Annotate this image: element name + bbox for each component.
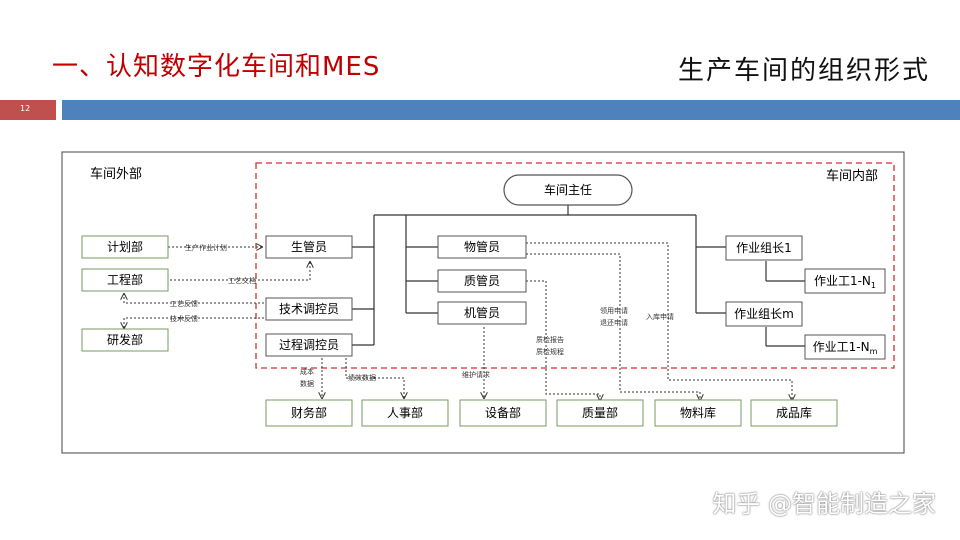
label-requisition-request: 领用申请	[600, 306, 628, 315]
node-equipment-dept: 设备部	[459, 399, 547, 427]
watermark: 知乎 @智能制造之家	[712, 490, 936, 518]
label-process-feedback: 工艺反馈	[170, 299, 198, 308]
node-hr-dept: 人事部	[361, 399, 449, 427]
node-machine-manager: 机管员	[437, 301, 527, 325]
label-cost-data-2: 数据	[300, 379, 314, 388]
outer-label: 车间外部	[90, 166, 142, 182]
node-process-dispatcher: 过程调控员	[265, 333, 353, 357]
node-production-manager: 生管员	[265, 235, 353, 259]
label-quality-rules: 质检规程	[536, 347, 564, 356]
node-quality-dept: 质量部	[556, 399, 644, 427]
svg-text:研发部: 研发部	[107, 332, 143, 347]
slide-subtitle: 生产车间的组织形式	[677, 56, 930, 86]
node-worker-1: 作业工1-N1	[804, 268, 886, 294]
hierarchy-lines	[352, 205, 805, 347]
node-material-store: 物料库	[654, 399, 742, 427]
node-planning-dept: 计划部	[81, 235, 169, 259]
svg-text:人事部: 人事部	[387, 405, 423, 420]
label-process-doc: 工艺文档	[228, 276, 256, 285]
flow-labels: 生产作业计划 工艺文档 工艺反馈 技术反馈 成本 数据 绩效数据 维护请求 质检…	[170, 243, 674, 388]
node-finance-dept: 财务部	[265, 399, 353, 427]
node-workshop-director: 车间主任	[503, 174, 633, 206]
label-maintenance-request: 维护请求	[462, 370, 490, 379]
node-group-leader-1: 作业组长1	[725, 235, 803, 261]
svg-text:质量部: 质量部	[582, 405, 618, 420]
svg-text:物管员: 物管员	[464, 239, 500, 254]
outer-frame	[61, 151, 905, 454]
node-worker-m: 作业工1-Nm	[804, 334, 886, 360]
svg-text:过程调控员: 过程调控员	[279, 337, 339, 352]
svg-text:技术调控员: 技术调控员	[279, 302, 339, 316]
header-bar-blue	[62, 100, 960, 120]
svg-text:作业组长1: 作业组长1	[736, 241, 792, 255]
svg-text:成品库: 成品库	[776, 405, 812, 420]
flow-lines	[124, 242, 792, 400]
page-number: 12	[20, 104, 31, 113]
inner-label: 车间内部	[826, 168, 878, 184]
svg-text:计划部: 计划部	[107, 239, 143, 254]
svg-text:作业工1-Nm: 作业工1-Nm	[813, 340, 878, 356]
svg-text:工程部: 工程部	[107, 272, 143, 287]
node-tech-dispatcher: 技术调控员	[265, 297, 353, 321]
label-cost-data-1: 成本	[300, 367, 314, 376]
node-engineering-dept: 工程部	[81, 268, 169, 292]
slide-title: 一、认知数字化车间和MES	[52, 52, 381, 82]
label-storage-request: 入库申请	[646, 312, 674, 321]
node-group-leader-m: 作业组长m	[725, 301, 803, 327]
header-bar-red	[0, 100, 56, 120]
label-performance-data: 绩效数据	[348, 373, 376, 382]
svg-text:生管员: 生管员	[291, 239, 327, 254]
svg-text:机管员: 机管员	[464, 305, 500, 320]
label-return-request: 退还申请	[600, 318, 628, 327]
svg-text:设备部: 设备部	[485, 405, 521, 420]
svg-text:物料库: 物料库	[680, 405, 716, 420]
svg-text:作业工1-N1: 作业工1-N1	[814, 274, 876, 290]
label-production-plan: 生产作业计划	[185, 243, 227, 252]
node-product-store: 成品库	[750, 399, 838, 427]
svg-text:作业组长m: 作业组长m	[734, 307, 794, 321]
node-material-manager: 物管员	[437, 235, 527, 259]
svg-text:车间主任: 车间主任	[544, 182, 592, 197]
node-quality-manager: 质管员	[437, 269, 527, 293]
svg-text:质管员: 质管员	[464, 273, 500, 288]
node-rd-dept: 研发部	[81, 328, 169, 352]
inner-frame	[255, 162, 895, 369]
svg-text:财务部: 财务部	[291, 405, 327, 420]
label-tech-feedback: 技术反馈	[170, 314, 198, 323]
label-quality-report: 质检报告	[536, 335, 564, 344]
